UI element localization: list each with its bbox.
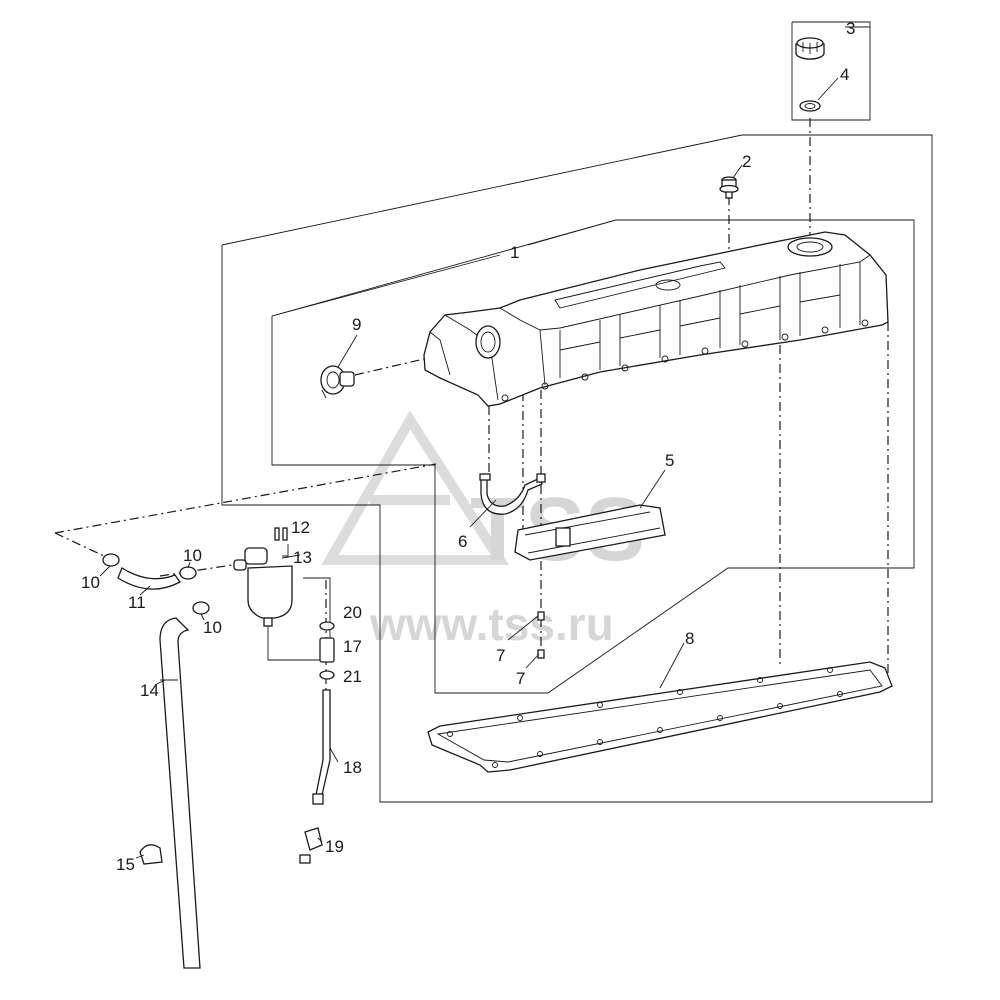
group-frames [221,21,933,803]
union-nut-icon [299,827,323,864]
leader-lines [99,26,870,859]
watermark-site-text: www.tss.ru [369,598,614,650]
callout-6: 6 [458,532,467,551]
callout-10-middle: 10 [183,546,202,565]
washer-icon [319,621,335,680]
callout-5: 5 [665,451,674,470]
bolt-icon [719,176,739,199]
callout-9: 9 [352,315,361,334]
tube-clip-icon [139,844,163,865]
callout-4: 4 [840,65,849,84]
callout-12: 12 [291,518,310,537]
seal-ring-icon [799,100,821,112]
frame-3-4 [791,21,871,121]
breather-tube-icon [159,617,201,969]
callout-13: 13 [293,548,312,567]
oil-separator-icon [233,547,293,627]
callout-10-left: 10 [81,573,100,592]
oil-filler-cap-icon [795,37,825,60]
hose-clamp-icon [102,553,210,615]
callout-10-lower: 10 [203,618,222,637]
callout-19: 19 [325,837,344,856]
frame-1 [271,219,915,694]
callout-17: 17 [343,637,362,656]
callout-3: 3 [846,19,855,38]
gasket-icon [427,661,893,773]
callout-8: 8 [685,629,694,648]
callout-20-lower: 21 [343,667,362,686]
callout-11: 11 [128,593,146,612]
callout-14: 14 [140,681,159,700]
screw-icon [274,527,288,541]
callout-1: 1 [510,243,519,262]
watermark-logo-icon [321,410,510,565]
bracket-12 [282,544,289,557]
callout-15: 15 [116,855,135,874]
pcv-valve-icon [320,365,355,399]
frame-21 [221,134,933,803]
connector-icon [319,637,335,663]
callout-7-upper: 7 [496,646,505,665]
short-hose-icon [117,567,181,590]
callout-7-lower: 7 [516,669,525,688]
callout-18: 18 [343,758,362,777]
callout-20-upper: 20 [343,603,362,622]
valve-cover-icon [423,231,889,407]
bent-pipe-icon [479,473,546,515]
callout-labels: 3 4 2 1 9 5 6 7 7 8 10 10 10 11 12 13 14… [81,19,855,874]
callout-2: 2 [742,152,751,171]
drain-pipe-icon [312,689,331,805]
baffle-plate-icon [514,504,666,561]
